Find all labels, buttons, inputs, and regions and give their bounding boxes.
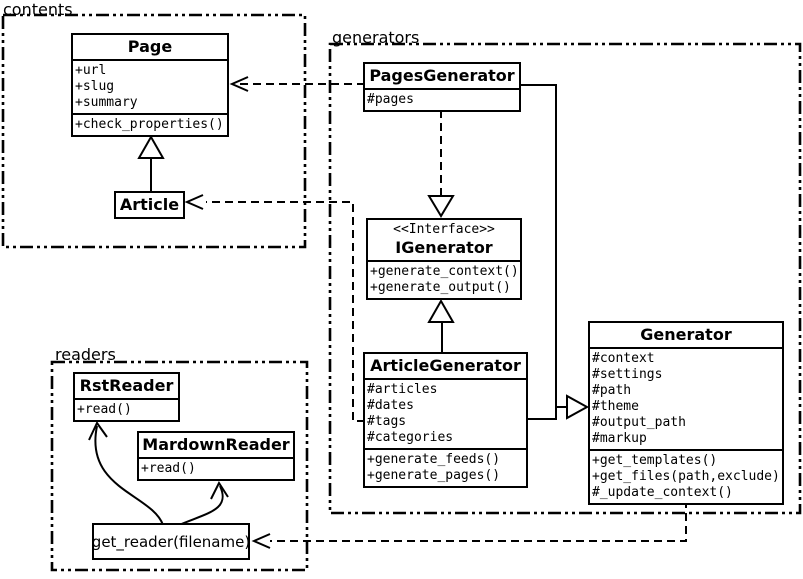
class-name-pagesgenerator: PagesGenerator [369, 66, 515, 85]
method: +generate_context() [370, 264, 518, 279]
class-name-page: Page [127, 37, 173, 56]
arrow-get-reader-to-mardownreader [178, 480, 229, 526]
method: +generate_pages() [367, 468, 501, 483]
class-box-articlegenerator[interactable]: ArticleGenerator #articles #dates #tags … [363, 352, 528, 488]
arrow-generators-extend-generator [515, 84, 590, 420]
arrow-generator-uses-get-reader [251, 500, 687, 549]
attribute: +summary [75, 95, 138, 110]
generator-attributes-section: #context #settings #path #theme #output_… [590, 347, 782, 449]
arrow-articlegenerator-extends-igenerator [427, 298, 455, 354]
package-border-readers [50, 360, 309, 572]
attribute: +slug [75, 79, 115, 94]
arrow-article-extends-page [137, 134, 165, 191]
class-name-mardownreader: MardownReader [142, 435, 290, 454]
package-label-generators: generators [332, 28, 420, 47]
stereotype-label: <<Interface>> [393, 222, 495, 237]
attribute: #settings [592, 367, 663, 382]
articlegenerator-methods-section: +generate_feeds() +generate_pages() [365, 448, 526, 486]
rstreader-methods-section: +read() [75, 398, 178, 420]
get-reader-box[interactable]: get_reader(filename) [92, 523, 250, 560]
class-name-generator: Generator [640, 325, 732, 344]
class-box-article[interactable]: Article [114, 191, 185, 219]
class-name-rstreader: RstReader [79, 376, 174, 395]
package-border-generators [328, 42, 802, 515]
class-box-pagesgenerator[interactable]: PagesGenerator #pages [363, 62, 521, 112]
attribute: #dates [367, 398, 414, 413]
attribute: #path [592, 383, 632, 398]
package-border-contents [1, 13, 307, 249]
get-reader-label: get_reader(filename) [91, 532, 251, 551]
attribute: #tags [367, 414, 407, 429]
page-attributes-section: +url +slug +summary [73, 59, 227, 113]
attribute: #articles [367, 382, 438, 397]
method: +generate_output() [370, 280, 511, 295]
articlegenerator-attributes-section: #articles #dates #tags #categories [365, 378, 526, 448]
class-box-rstreader[interactable]: RstReader +read() [73, 372, 180, 422]
attribute: #categories [367, 430, 454, 445]
igenerator-header: <<Interface>> IGenerator [368, 220, 520, 260]
package-label-readers: readers [55, 345, 116, 364]
arrow-get-reader-to-rstreader [88, 421, 164, 526]
page-methods-section: +check_properties() [73, 113, 227, 135]
pagesgenerator-attributes-section: #pages [365, 88, 519, 110]
method: +read() [141, 461, 196, 476]
method: #_update_context() [592, 485, 733, 500]
class-box-igenerator[interactable]: <<Interface>> IGenerator +generate_conte… [366, 218, 522, 300]
arrow-articlegenerator-uses-article [184, 194, 365, 422]
arrow-pagesgenerator-implements-igenerator [427, 110, 455, 218]
igenerator-methods-section: +generate_context() +generate_output() [368, 260, 520, 298]
method: +generate_feeds() [367, 452, 501, 467]
class-name-article: Article [119, 195, 180, 214]
attribute: #markup [592, 431, 647, 446]
class-box-generator[interactable]: Generator #context #settings #path #them… [588, 321, 784, 505]
method: +get_files(path,exclude) [592, 469, 780, 484]
attribute: #theme [592, 399, 639, 414]
method: +get_templates() [592, 453, 718, 468]
mardownreader-methods-section: +read() [139, 457, 293, 479]
method: +read() [77, 402, 132, 417]
class-name-igenerator: IGenerator [395, 238, 493, 257]
class-name-articlegenerator: ArticleGenerator [370, 356, 521, 375]
method: +check_properties() [75, 117, 224, 132]
attribute: #context [592, 351, 655, 366]
attribute: +url [75, 63, 107, 78]
generator-methods-section: +get_templates() +get_files(path,exclude… [590, 449, 782, 503]
class-box-mardownreader[interactable]: MardownReader +read() [137, 431, 295, 481]
arrow-pagesgenerator-uses-page [229, 76, 365, 92]
package-label-contents: contents [3, 0, 73, 19]
attribute: #output_path [592, 415, 686, 430]
attribute: #pages [367, 92, 414, 107]
class-box-page[interactable]: Page +url +slug +summary +check_properti… [71, 33, 229, 137]
